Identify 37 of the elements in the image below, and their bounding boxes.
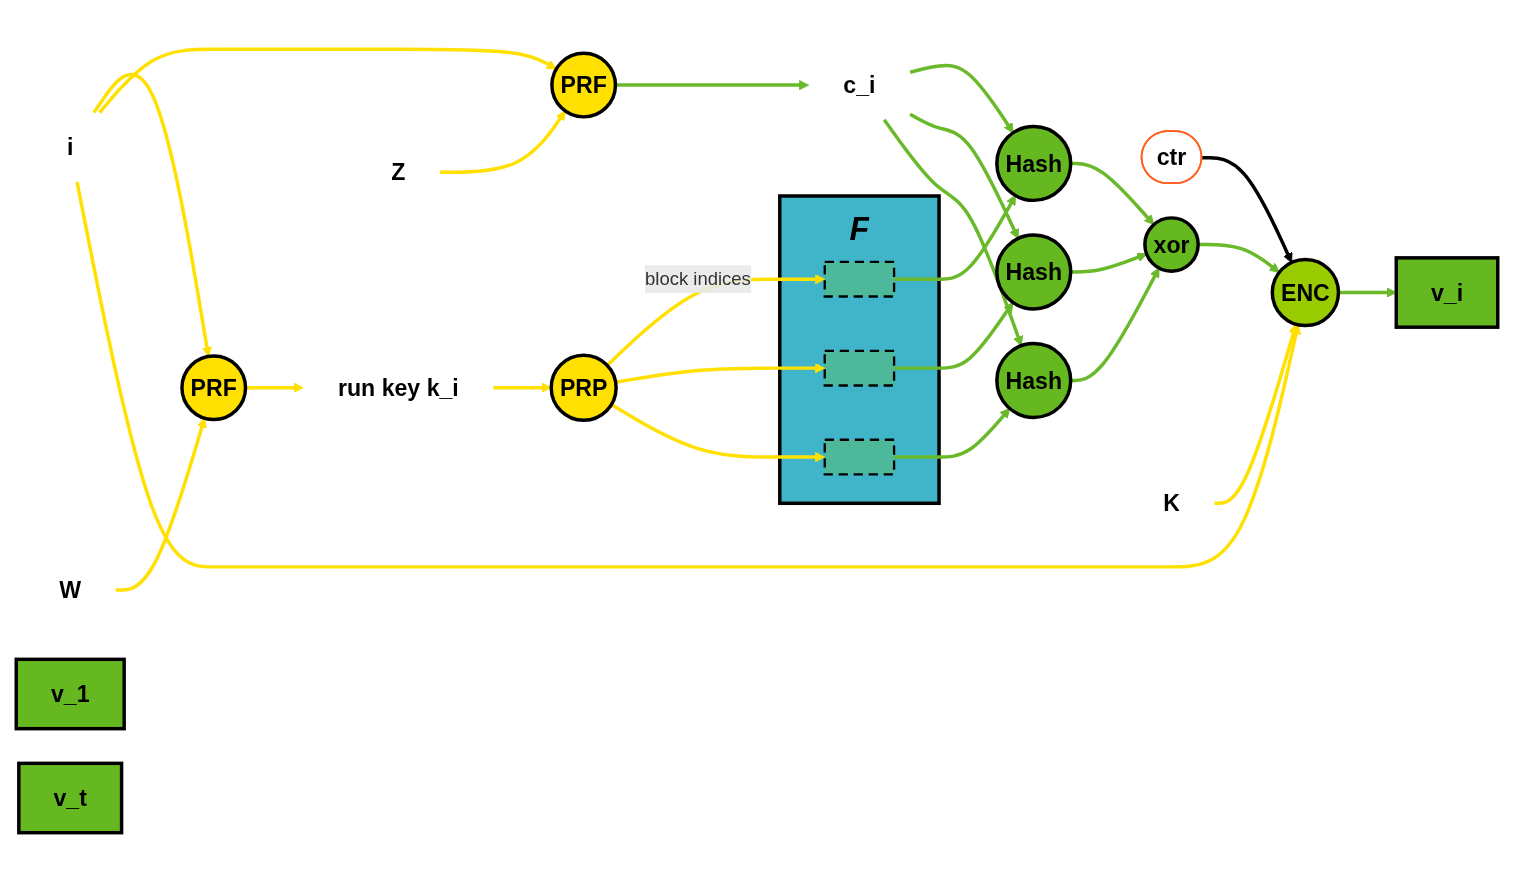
arrow [115, 417, 207, 592]
node-box: v_i [1394, 255, 1499, 329]
node-circle: PRF [549, 51, 617, 119]
arrow [245, 382, 304, 393]
edge-label: block indices [644, 268, 751, 288]
arrow [909, 63, 1014, 133]
arrow [893, 194, 1016, 281]
node-text: W [58, 576, 81, 603]
node-box: v_1 [14, 657, 126, 730]
arrow [74, 181, 1301, 569]
cluster: F [777, 193, 941, 505]
node-text: K [1162, 490, 1180, 516]
node-circle: Hash [994, 232, 1072, 311]
arrow [439, 110, 566, 174]
arrow [1214, 323, 1298, 505]
arrow [610, 402, 825, 462]
arrow [908, 112, 1019, 239]
arrow [882, 118, 1023, 346]
node-bar [823, 260, 895, 298]
arrow [97, 47, 557, 114]
node-bar [823, 349, 895, 387]
arrow [1201, 155, 1292, 263]
node-box: v_t [16, 761, 123, 834]
node-text: i [66, 134, 73, 160]
arrow [92, 72, 212, 357]
node-text: c_i [842, 71, 875, 98]
node-text: run key k_i [337, 374, 459, 400]
node-circle: PRF [179, 353, 247, 421]
node-circle: xor [1142, 215, 1200, 273]
node-text: Z [390, 159, 405, 185]
arrow [893, 407, 1010, 459]
arrow [893, 301, 1013, 370]
node-bar [823, 438, 895, 476]
node-circle: Hash [994, 341, 1072, 419]
node-circle: PRP [549, 353, 618, 422]
node-circle: ENC [1270, 257, 1340, 327]
node-circle: Hash [994, 124, 1072, 202]
